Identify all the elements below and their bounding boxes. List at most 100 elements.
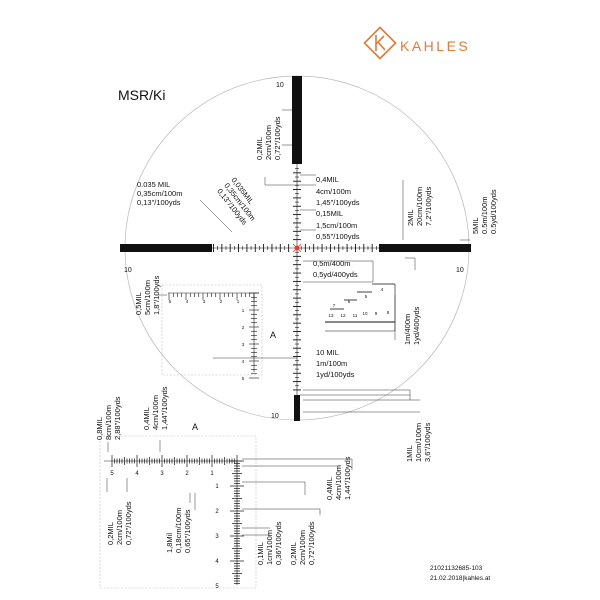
svg-text:5MIL: 5MIL <box>471 217 480 234</box>
svg-text:1yd/100yds: 1yd/100yds <box>316 370 355 379</box>
footer-code: 21021132685-103 <box>430 565 483 572</box>
svg-text:0,18cm/100m: 0,18cm/100m <box>174 508 183 553</box>
rangefinder-number: 9 <box>375 311 378 316</box>
svg-text:0.5yd/100yds: 0.5yd/100yds <box>489 189 498 234</box>
svg-text:1,45"/100yds: 1,45"/100yds <box>316 198 360 207</box>
left-post-label: 10 <box>124 267 132 274</box>
svg-text:0,13"/100yds: 0,13"/100yds <box>137 198 181 207</box>
svg-text:1,44"/100yds: 1,44"/100yds <box>160 386 169 430</box>
scale-02-note: 0,2MIL 2cm/100m 0,72"/100yds <box>106 501 133 545</box>
scale-01-note: 0,1MIL 1cm/100m 0,36"/100yds <box>256 521 283 565</box>
small-scale-v-number: 1 <box>242 308 245 313</box>
svg-text:2MIL: 2MIL <box>406 209 415 226</box>
rangefinder-number: 4 <box>381 287 384 292</box>
svg-text:0,2MIL: 0,2MIL <box>106 522 115 545</box>
svg-text:0,36"/100yds: 0,36"/100yds <box>274 521 283 565</box>
svg-text:2,88"/100yds: 2,88"/100yds <box>113 396 122 440</box>
big-scale-h-number: 3 <box>160 471 164 477</box>
kahles-k-diamond-icon <box>363 26 397 60</box>
small-scale-h-number: 5 <box>169 299 172 304</box>
top-post <box>292 76 302 164</box>
footer-date-site: 21.02.2018|kahles.at <box>430 575 490 582</box>
svg-text:5cm/100m: 5cm/100m <box>143 280 152 315</box>
svg-text:1yd/400yds: 1yd/400yds <box>412 306 421 345</box>
rangefinder-stadia: 4 5 6 7 8 9 10 11 12 13 <box>325 283 396 332</box>
svg-text:4cm/100m: 4cm/100m <box>316 187 351 196</box>
tick-width-note: 0.035 MIL 0,35cm/100m 0,13"/100yds <box>137 180 182 207</box>
svg-text:0,2MIL: 0,2MIL <box>255 137 264 160</box>
svg-text:0,72"/100yds: 0,72"/100yds <box>273 116 282 160</box>
svg-text:10cm/100m: 10cm/100m <box>414 423 423 462</box>
scale-18-note: 1,8Mil 0,18cm/100m 0,65"/100yds <box>165 508 192 553</box>
svg-text:0,72"/100yds: 0,72"/100yds <box>124 501 133 545</box>
rangefinder-number: 8 <box>387 310 390 315</box>
svg-text:4cm/100m: 4cm/100m <box>151 395 160 430</box>
svg-text:2cm/100m: 2cm/100m <box>115 510 124 545</box>
svg-text:0,4MIL: 0,4MIL <box>142 407 151 430</box>
small-scale-h-number: 4 <box>186 299 189 304</box>
tick-spacing-diagonal-note: 0,035MIL 0,35cm/100m 0,13"/100yds <box>215 176 257 227</box>
small-scale-v-number: 4 <box>242 359 245 364</box>
post-gap-note: 2MIL 20cm/100m 7,2"/100yds <box>406 186 433 226</box>
svg-text:0,1MIL: 0,1MIL <box>256 542 265 565</box>
big-scale-v-number: 2 <box>215 509 219 515</box>
rangefinder-number: 11 <box>353 313 358 318</box>
svg-text:7,2"/100yds: 7,2"/100yds <box>424 186 433 226</box>
top-post-width-note: 0,2MIL 2cm/100m 0,72"/100yds <box>255 116 282 160</box>
svg-text:2cm/100m: 2cm/100m <box>264 125 273 160</box>
big-scale-h-number: 5 <box>110 471 114 477</box>
scale-letter-a: A <box>270 330 276 340</box>
rangefinder-number: 10 <box>362 311 368 316</box>
big-scale-v-number: 4 <box>215 559 219 565</box>
rangefinder-number: 6 <box>348 299 351 304</box>
bottom-post <box>294 395 300 421</box>
svg-text:10 MIL: 10 MIL <box>316 348 339 357</box>
small-scale-v-number: 5 <box>242 376 245 381</box>
small-scale-v-number: 3 <box>242 342 245 347</box>
svg-text:8cm/100m: 8cm/100m <box>104 405 113 440</box>
svg-text:0,35cm/100m: 0,35cm/100m <box>137 189 182 198</box>
svg-text:4cm/100m: 4cm/100m <box>334 465 343 500</box>
big-scale-h-number: 4 <box>135 471 139 477</box>
bottom-post-label: 10 <box>271 413 279 420</box>
svg-text:20cm/100m: 20cm/100m <box>415 187 424 226</box>
small-scale-h-number: 3 <box>203 299 206 304</box>
small-scale-v-number: 2 <box>242 325 245 330</box>
svg-text:0,4MIL: 0,4MIL <box>325 477 334 500</box>
svg-text:0,2MIL: 0,2MIL <box>289 542 298 565</box>
big-scale-v-number: 5 <box>215 584 219 590</box>
right-post <box>379 244 471 252</box>
post-thickness-note: 5MIL 0.5m/100m 0.5yd/100yds <box>471 189 498 234</box>
svg-text:0,65"/100yds: 0,65"/100yds <box>183 509 192 553</box>
rangefinder-number: 12 <box>340 313 346 318</box>
big-scale-v-number: 1 <box>215 484 219 490</box>
svg-text:0.5m/100m: 0.5m/100m <box>480 196 489 234</box>
svg-text:0,55"/100yds: 0,55"/100yds <box>316 232 360 241</box>
rangefinder-number: 7 <box>333 303 336 308</box>
small-scale-h-number: 2 <box>220 299 223 304</box>
svg-text:0,5yd/400yds: 0,5yd/400yds <box>313 270 358 279</box>
svg-text:0.035 MIL: 0.035 MIL <box>137 180 170 189</box>
scale-letter-a-big: A <box>192 422 198 432</box>
svg-text:1,8Mil: 1,8Mil <box>165 533 174 553</box>
rangefinder-number: 5 <box>365 294 368 299</box>
scale-02b-note: 0,2MIL 2cm/100m 0,72"/100yds <box>289 521 316 565</box>
scale-08-note: 0,8MIL 8cm/100m 2,88"/100yds <box>95 396 122 440</box>
rangefinder-number: 13 <box>328 313 334 318</box>
center-tick-note: 0,4MIL 4cm/100m 1,45"/100yds 0,15MIL 1,5… <box>316 175 360 241</box>
big-scale-v-number: 3 <box>215 534 219 540</box>
svg-text:1,5cm/100m: 1,5cm/100m <box>316 221 357 230</box>
svg-text:0,72"/100yds: 0,72"/100yds <box>307 521 316 565</box>
top-post-label: 10 <box>276 82 284 89</box>
svg-text:1m/100m: 1m/100m <box>316 359 347 368</box>
svg-text:1,44"/100yds: 1,44"/100yds <box>343 456 352 500</box>
right-post-label: 10 <box>456 267 464 274</box>
one-mil-note: 1MIL 10cm/100m 3,6"/100yds <box>405 422 432 462</box>
svg-text:1cm/100m: 1cm/100m <box>265 530 274 565</box>
left-post <box>120 244 212 252</box>
scale-04-note: 0,4MIL 4cm/100m 1,44"/100yds <box>142 386 169 430</box>
svg-text:2cm/100m: 2cm/100m <box>298 530 307 565</box>
ten-mil-note: 10 MIL 1m/100m 1yd/100yds <box>316 348 355 379</box>
